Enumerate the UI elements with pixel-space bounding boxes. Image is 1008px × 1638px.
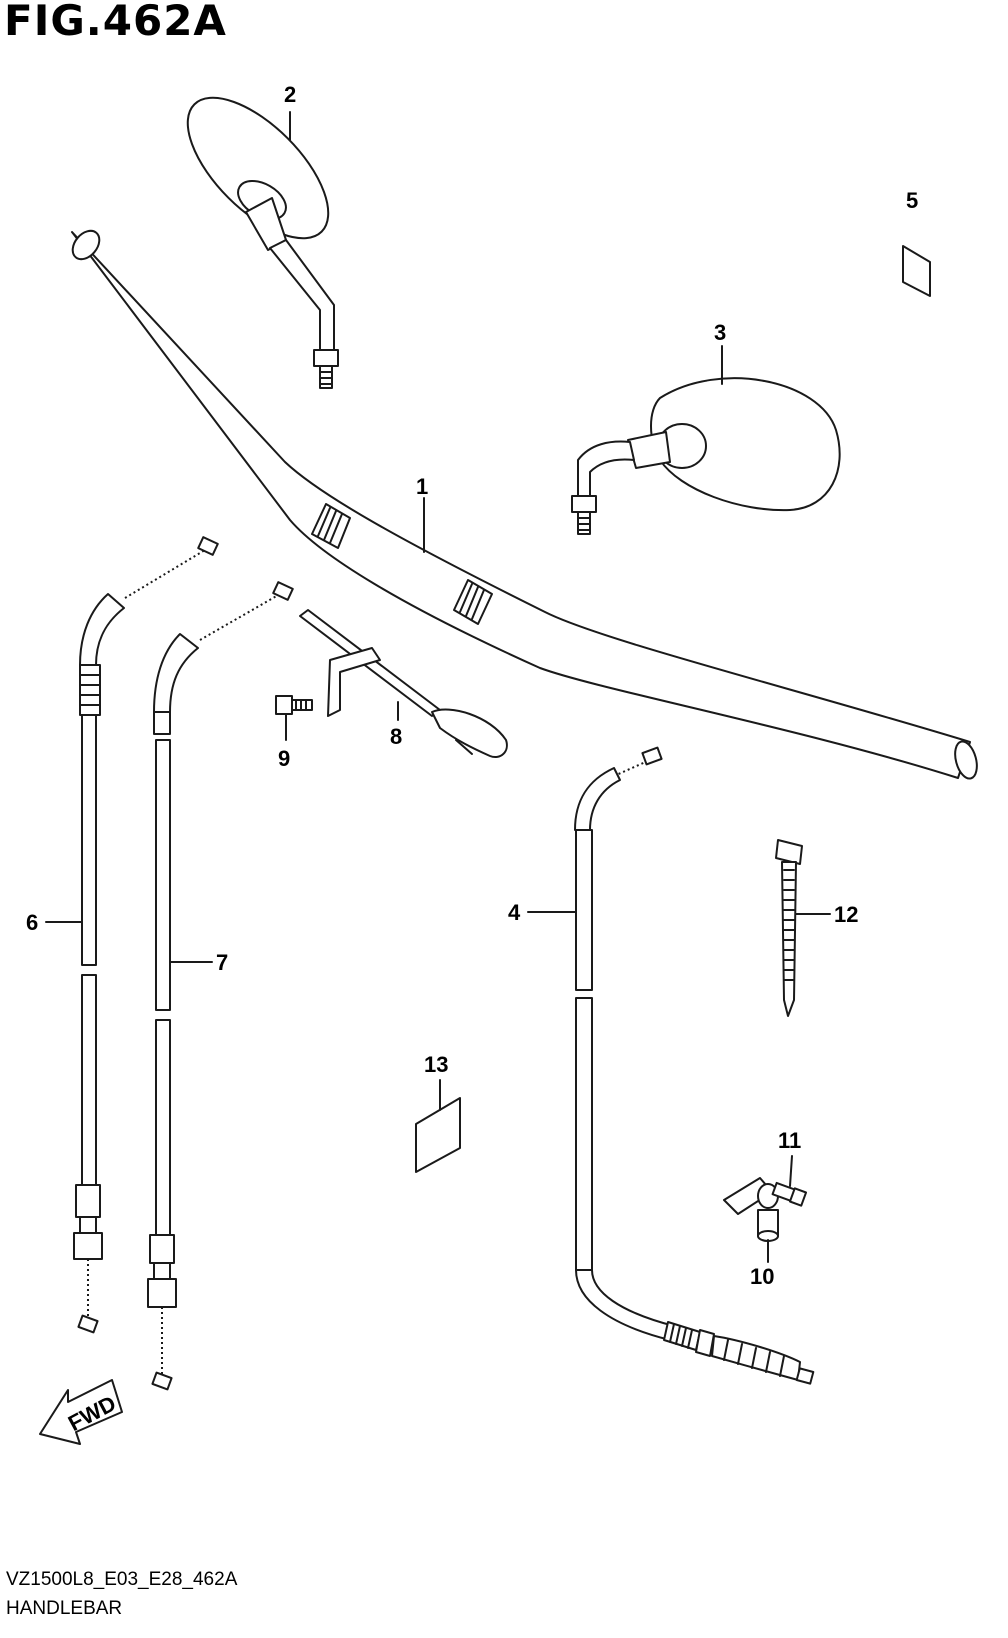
diagram-name: HANDLEBAR — [6, 1598, 123, 1619]
clamp-10 — [723, 1177, 779, 1242]
figure-title: FIG.462A — [4, 0, 227, 45]
throttle-cable-7 — [147, 581, 294, 1391]
callout-10: 10 — [750, 1264, 774, 1289]
label-part-5 — [902, 245, 931, 297]
clutch-cable-4 — [574, 746, 815, 1385]
bolt-9 — [275, 695, 313, 715]
callout-1: 1 — [416, 474, 428, 499]
callout-7: 7 — [216, 950, 228, 975]
grip-band-right — [453, 579, 493, 625]
callout-3: 3 — [714, 320, 726, 345]
diagram-code: VZ1500L8_E03_E28_462A — [6, 1569, 238, 1590]
cable-bracket-8 — [299, 609, 508, 758]
callout-8: 8 — [390, 724, 402, 749]
callout-9: 9 — [278, 746, 290, 771]
leader-lines — [45, 111, 831, 1263]
callout-13: 13 — [424, 1052, 448, 1077]
handlebar-part — [71, 229, 978, 780]
callout-6: 6 — [26, 910, 38, 935]
callout-5: 5 — [906, 188, 918, 213]
callout-12: 12 — [834, 902, 858, 927]
callout-11: 11 — [778, 1128, 801, 1153]
cable-tie-12 — [775, 839, 803, 1017]
fwd-arrow-icon: FWD — [39, 1379, 123, 1445]
callout-4: 4 — [508, 900, 521, 925]
left-mirror-part — [186, 96, 339, 389]
callout-2: 2 — [284, 82, 296, 107]
label-part-13 — [415, 1097, 461, 1173]
screw-11 — [771, 1181, 808, 1207]
right-mirror-part — [571, 377, 841, 535]
throttle-cable-6 — [73, 536, 219, 1334]
grip-band-left — [311, 503, 351, 549]
